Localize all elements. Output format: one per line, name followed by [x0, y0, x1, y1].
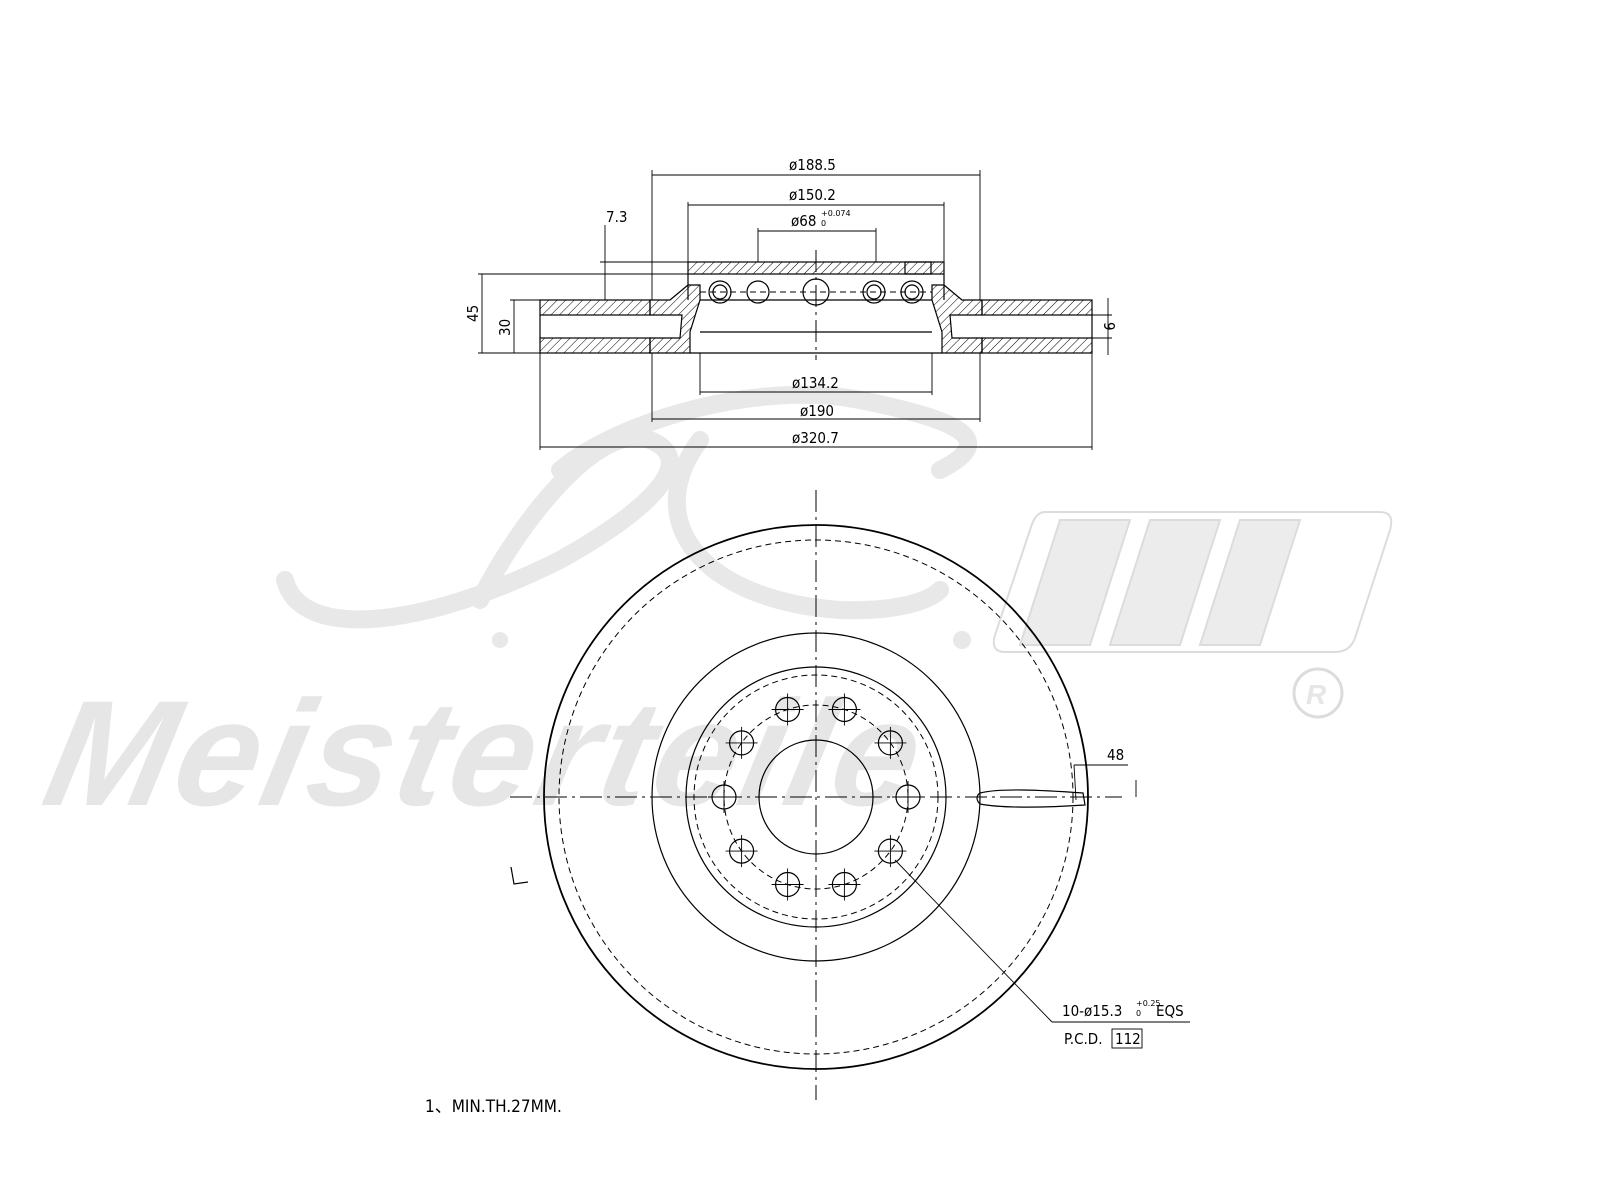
dim-188-5: ø188.5 — [789, 156, 836, 174]
right-upper-plate — [981, 299, 1093, 316]
pcd-value: 112 — [1115, 1030, 1141, 1048]
svg-text:R: R — [1306, 679, 1327, 710]
holes-tol-lower: 0 — [1136, 1009, 1141, 1018]
left-upper-plate — [539, 299, 651, 316]
dim-7-3: 7.3 — [606, 208, 627, 226]
watermark-bars-icon — [992, 511, 1393, 653]
left-hat-wall — [649, 284, 701, 354]
watermark-logo — [276, 385, 978, 649]
corner-mark — [510, 866, 529, 885]
dim-68-tol-lower: 0 — [821, 219, 826, 228]
dim-9: 9 — [1100, 322, 1118, 331]
note-min-thickness: 1、MIN.TH.27MM. — [425, 1097, 562, 1117]
dim-68: ø68 — [791, 212, 816, 230]
section-view: ø188.5 ø150.2 ø68 +0.074 0 7.3 45 30 9 ø… — [464, 156, 1118, 450]
holes-suffix: EQS — [1156, 1002, 1184, 1020]
left-lower-plate — [539, 337, 651, 354]
watermark-brand: Meisterteile — [32, 671, 941, 838]
dim-150-2: ø150.2 — [789, 186, 836, 204]
pcd-box — [1111, 1028, 1143, 1049]
watermark: Meisterteile R — [32, 385, 1393, 838]
pcd-label: P.C.D. — [1064, 1030, 1102, 1048]
dim-320-7: ø320.7 — [792, 429, 839, 447]
vent-slot — [976, 789, 1086, 808]
dim-68-tol-upper: +0.074 — [821, 209, 851, 218]
bolt-holes — [708, 693, 924, 901]
watermark-registered-icon: R — [1292, 667, 1344, 719]
holes-tol-upper: +0.25 — [1136, 999, 1161, 1008]
dim-134-2: ø134.2 — [792, 374, 839, 392]
front-view: 48 10-ø15.3 +0.25 0 EQS P.C.D. 112 — [510, 490, 1190, 1100]
dim-30: 30 — [496, 319, 514, 336]
dim-45: 45 — [464, 305, 482, 322]
right-hat-wall — [931, 284, 983, 354]
dim-190: ø190 — [800, 402, 834, 420]
right-lower-plate — [981, 337, 1093, 354]
vent-label: 48 — [1107, 746, 1124, 764]
holes-spec: 10-ø15.3 — [1062, 1002, 1122, 1020]
